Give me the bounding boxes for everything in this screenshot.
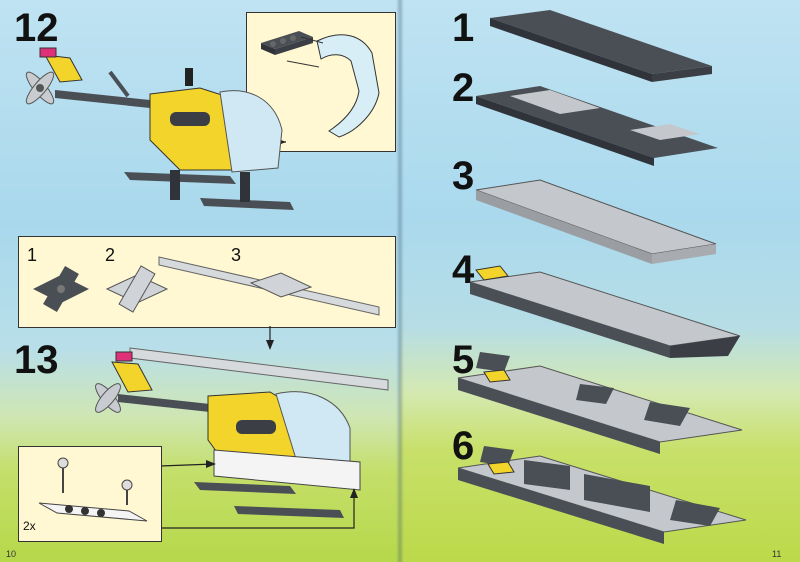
frame-callout-art bbox=[19, 447, 161, 541]
base-plate-step-4 bbox=[470, 266, 740, 358]
base-plate-step-2 bbox=[476, 86, 718, 166]
skid-front-13 bbox=[194, 482, 296, 494]
base-plate-step-1 bbox=[490, 10, 712, 82]
base-plate-step-5 bbox=[458, 352, 742, 454]
right-page: 1 2 3 4 5 6 bbox=[400, 0, 800, 562]
page-number-left: 10 bbox=[6, 549, 16, 559]
base-plate-step-3 bbox=[476, 180, 716, 264]
page-number-right: 11 bbox=[772, 549, 781, 559]
skid-rear-13 bbox=[234, 506, 344, 518]
frame-pointer-line bbox=[160, 464, 214, 466]
frame-callout: 2x bbox=[18, 446, 162, 542]
main-rotor-blade bbox=[130, 348, 388, 390]
base-plate-step-6 bbox=[458, 446, 746, 544]
tail-light-13 bbox=[116, 352, 132, 361]
book-gutter bbox=[396, 0, 404, 562]
chassis-steps-art bbox=[400, 0, 800, 562]
engine-13 bbox=[236, 420, 276, 434]
left-page: 12 13 bbox=[0, 0, 400, 562]
quantity-label: 2x bbox=[23, 519, 36, 533]
tail-boom-13 bbox=[118, 394, 210, 412]
